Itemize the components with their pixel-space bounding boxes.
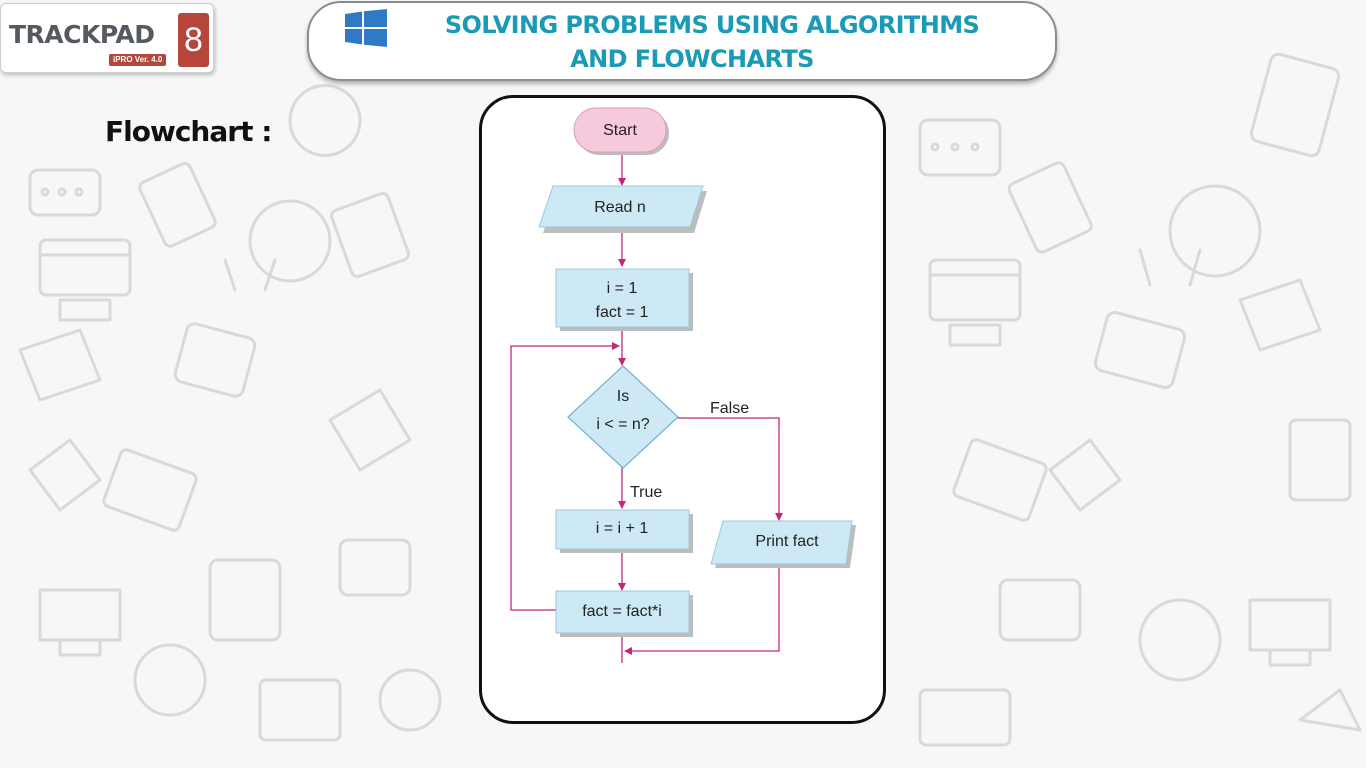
read-input-parallelogram [538, 185, 704, 228]
update-process-box [555, 590, 690, 634]
windows-logo-icon [345, 9, 387, 47]
decision-label-line-1: Is [617, 388, 629, 405]
logo-grade-badge: 8 [178, 13, 209, 67]
read-label: Read n [594, 199, 646, 216]
decision-diamond [567, 365, 679, 469]
logo-brand-text: TRACKPAD [9, 20, 155, 49]
trackpad-logo: TRACKPAD 8 iPRO Ver. 4.0 [0, 3, 214, 73]
connector-print-join [624, 567, 780, 655]
flowchart-diagram: Start Read n i = 1 fact = 1 Is i < = n? … [510, 107, 856, 663]
logo-version-tag: iPRO Ver. 4.0 [109, 54, 167, 66]
increment-label: i = i + 1 [596, 520, 649, 537]
banner-title-line-1: SOLVING PROBLEMS USING ALGORITHMS [444, 11, 980, 39]
init-label-line-2: fact = 1 [596, 304, 649, 321]
false-branch-label: False [710, 400, 749, 417]
start-label: Start [603, 122, 637, 139]
decision-label-line-2: i < = n? [596, 416, 649, 433]
section-label: Flowchart : [105, 115, 272, 148]
update-label: fact = fact*i [582, 603, 662, 620]
connector-loop-back [510, 342, 620, 611]
print-output-parallelogram [710, 520, 853, 565]
title-banner: SOLVING PROBLEMS USING ALGORITHMS AND FL… [307, 1, 1057, 81]
true-branch-label: True [630, 484, 662, 501]
print-label: Print fact [755, 533, 819, 550]
init-process-box [555, 268, 690, 328]
increment-process-box [555, 509, 690, 550]
banner-title-line-2: AND FLOWCHARTS [570, 45, 814, 73]
start-terminal [573, 107, 667, 153]
init-label-line-1: i = 1 [607, 280, 638, 297]
connector-decision-false [677, 417, 783, 521]
